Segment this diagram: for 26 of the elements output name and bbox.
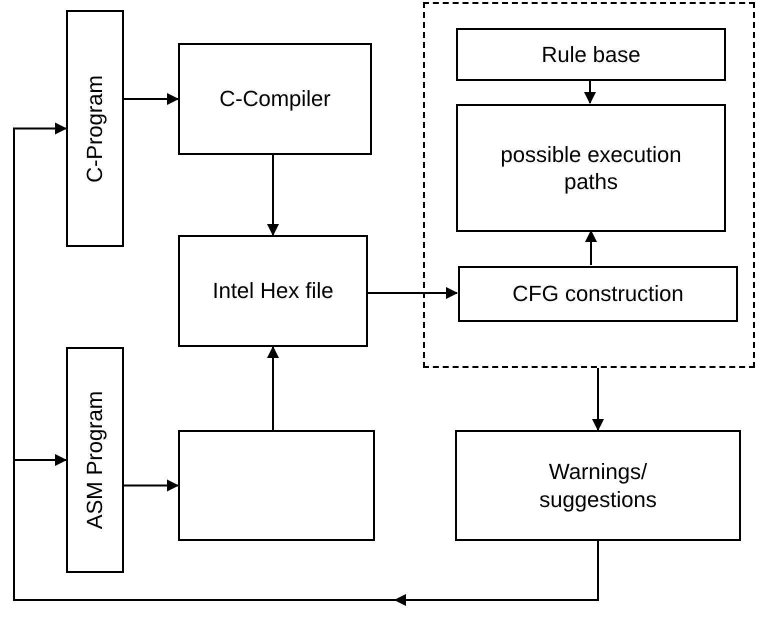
arrow [368, 287, 458, 299]
box-label: Warnings/ suggestions [538, 458, 658, 513]
arrow [124, 93, 179, 105]
box-label: Rule base [540, 40, 642, 68]
process-box [456, 28, 726, 81]
arrow [267, 346, 279, 430]
vertical-process-box [66, 347, 124, 573]
box-label: CFG construction [511, 280, 685, 308]
box-label: ASM Program [84, 390, 106, 530]
arrow [267, 155, 279, 236]
arrow [584, 80, 596, 104]
process-box [456, 104, 726, 232]
arrow [592, 368, 604, 431]
arrow [585, 230, 597, 265]
box-label: C-Program [84, 74, 106, 182]
dashed-group-frame [423, 2, 755, 368]
box-label: possible execution paths [499, 140, 682, 196]
process-box [458, 266, 738, 322]
arrow [124, 480, 179, 492]
box-label: C-Compiler [218, 85, 332, 113]
process-box [178, 235, 368, 347]
process-box [178, 43, 372, 155]
box-label: Intel Hex file [211, 277, 335, 305]
process-box [455, 430, 741, 541]
vertical-process-box [66, 10, 124, 247]
process-box [178, 430, 375, 541]
